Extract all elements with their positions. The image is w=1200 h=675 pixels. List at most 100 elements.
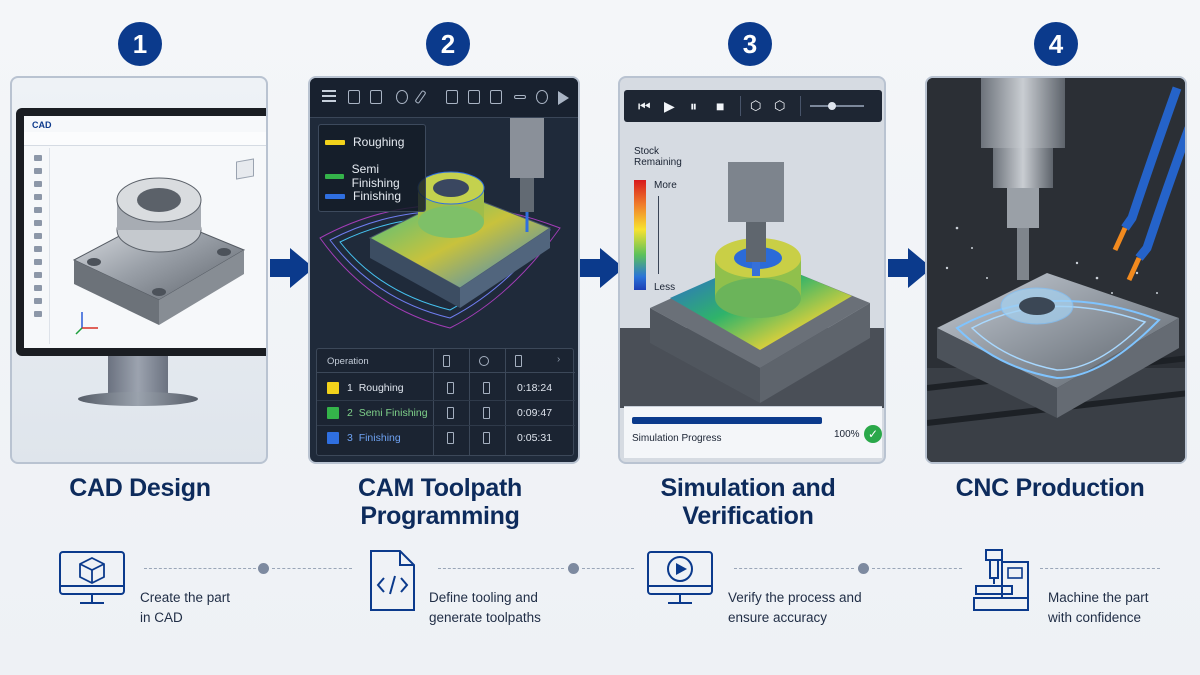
cad-toolbar bbox=[24, 132, 266, 146]
connector-line-3b bbox=[872, 568, 962, 569]
play-icon[interactable]: ▶ bbox=[664, 98, 675, 114]
connector-dot-3 bbox=[858, 563, 869, 574]
cube-outline-icon[interactable] bbox=[468, 90, 480, 104]
collapse-icon[interactable]: › bbox=[557, 354, 561, 365]
code-file-icon bbox=[370, 550, 415, 611]
cam-part-with-toolpaths bbox=[319, 118, 561, 329]
pencil-icon[interactable] bbox=[414, 89, 427, 105]
operation-column-header: Operation bbox=[327, 356, 369, 367]
operation-swatch bbox=[327, 382, 339, 394]
legend-item-semi-finishing: Semi Finishing bbox=[325, 162, 425, 190]
menu-icon[interactable] bbox=[322, 90, 336, 102]
cad-design-panel: CAD bbox=[10, 76, 268, 464]
step-number-3: 3 bbox=[728, 22, 772, 66]
operation-row-finishing[interactable]: 3 Finishing 0:05:31 bbox=[317, 426, 575, 451]
simulation-progress-area: Simulation Progress 100% ✓ bbox=[624, 406, 882, 458]
toolpath-legend: Roughing Semi Finishing Finishing bbox=[318, 124, 426, 212]
simulation-progress-label: Simulation Progress bbox=[632, 433, 722, 444]
holder-icon bbox=[483, 407, 490, 419]
legend-item-roughing: Roughing bbox=[325, 135, 404, 149]
cnc-machining-scene bbox=[927, 78, 1185, 462]
cad-screen: CAD bbox=[24, 116, 266, 348]
stock-color-scale bbox=[634, 180, 646, 290]
play-icon[interactable] bbox=[558, 91, 569, 105]
end-mill-icon bbox=[447, 432, 454, 444]
scale-arrow bbox=[658, 196, 659, 274]
speed-slider[interactable] bbox=[810, 105, 864, 107]
scale-less-label: Less bbox=[654, 282, 676, 293]
tool-icon[interactable] bbox=[396, 90, 408, 104]
speed-slider-handle[interactable] bbox=[828, 102, 836, 110]
connector-line-1b bbox=[272, 568, 352, 569]
simulation-toolbar: ⏮ ▶ ⏸ ■ ⬡ ⬡ bbox=[624, 90, 882, 122]
connector-line-2 bbox=[438, 568, 564, 569]
stock-remaining-label: Stock Remaining bbox=[634, 146, 682, 168]
simulation-progress-track bbox=[632, 417, 822, 424]
axis-triad-icon bbox=[75, 312, 98, 335]
step-number-2: 2 bbox=[426, 22, 470, 66]
operation-time: 0:09:47 bbox=[517, 407, 553, 419]
cad-sidebar bbox=[26, 148, 50, 344]
cam-toolpath-panel: Roughing Semi Finishing Finishing Operat… bbox=[308, 76, 580, 464]
monitor-stand bbox=[108, 356, 168, 396]
connector-line-1 bbox=[144, 568, 256, 569]
cad-part-model bbox=[72, 177, 246, 325]
operations-table: Operation › 1 Roughing 0:18:24 2 Semi Fi… bbox=[316, 348, 575, 456]
view-cube-icon[interactable] bbox=[236, 158, 254, 180]
clipboard-icon[interactable] bbox=[370, 90, 382, 104]
play-circle-icon[interactable] bbox=[536, 90, 548, 104]
monitor-base bbox=[78, 392, 198, 406]
scale-more-label: More bbox=[654, 180, 677, 191]
simulation-progress-fill bbox=[632, 417, 822, 424]
connector-line-2b bbox=[582, 568, 634, 569]
cube-icon[interactable] bbox=[446, 90, 458, 104]
operation-time: 0:05:31 bbox=[517, 432, 553, 444]
cam-toolbar bbox=[310, 78, 578, 118]
monitor-cube-icon bbox=[59, 551, 125, 604]
step-number-4: 4 bbox=[1034, 22, 1078, 66]
holder-column-icon bbox=[479, 356, 489, 366]
end-mill-icon bbox=[447, 382, 454, 394]
simulation-panel: ⏮ ▶ ⏸ ■ ⬡ ⬡ Stock Remaining More Less Si… bbox=[618, 76, 886, 464]
cad-app-label: CAD bbox=[32, 120, 52, 130]
operation-swatch bbox=[327, 432, 339, 444]
connector-dot-2 bbox=[568, 563, 579, 574]
stop-icon[interactable]: ■ bbox=[716, 98, 725, 114]
ruler-icon[interactable] bbox=[514, 95, 526, 99]
connector-line-4 bbox=[1040, 568, 1160, 569]
step-icon[interactable]: ⏸ bbox=[690, 98, 697, 114]
holder-icon bbox=[483, 432, 490, 444]
connector-line-3 bbox=[734, 568, 854, 569]
operation-time: 0:18:24 bbox=[517, 382, 553, 394]
holder-icon bbox=[483, 382, 490, 394]
operation-row-roughing[interactable]: 1 Roughing 0:18:24 bbox=[317, 376, 575, 401]
tool-column-icon bbox=[443, 355, 450, 367]
monitor: CAD bbox=[16, 108, 266, 408]
simulation-progress-percent: 100% bbox=[834, 429, 860, 440]
time-column-icon bbox=[515, 355, 522, 367]
view-cube-icon[interactable]: ⬡ bbox=[750, 98, 762, 113]
cnc-machine-icon bbox=[973, 549, 1029, 611]
cnc-production-panel bbox=[925, 76, 1187, 464]
end-mill-icon bbox=[447, 407, 454, 419]
simulation-part-model bbox=[620, 162, 884, 408]
operations-table-header: Operation › bbox=[317, 349, 575, 373]
operation-row-semi-finishing[interactable]: 2 Semi Finishing 0:09:47 bbox=[317, 401, 575, 426]
monitor-play-icon bbox=[647, 551, 713, 604]
document-icon[interactable] bbox=[348, 90, 360, 104]
step-number-1: 1 bbox=[118, 22, 162, 66]
legend-item-finishing: Finishing bbox=[325, 189, 401, 203]
cube-outline-icon[interactable]: ⬡ bbox=[774, 98, 786, 113]
step-title-cad-design: CAD Design bbox=[69, 474, 211, 502]
check-icon: ✓ bbox=[864, 425, 882, 443]
layers-icon[interactable] bbox=[490, 90, 502, 104]
operation-swatch bbox=[327, 407, 339, 419]
step-title-cnc-production: CNC Production bbox=[955, 474, 1145, 502]
skip-back-icon[interactable]: ⏮ bbox=[638, 98, 651, 114]
